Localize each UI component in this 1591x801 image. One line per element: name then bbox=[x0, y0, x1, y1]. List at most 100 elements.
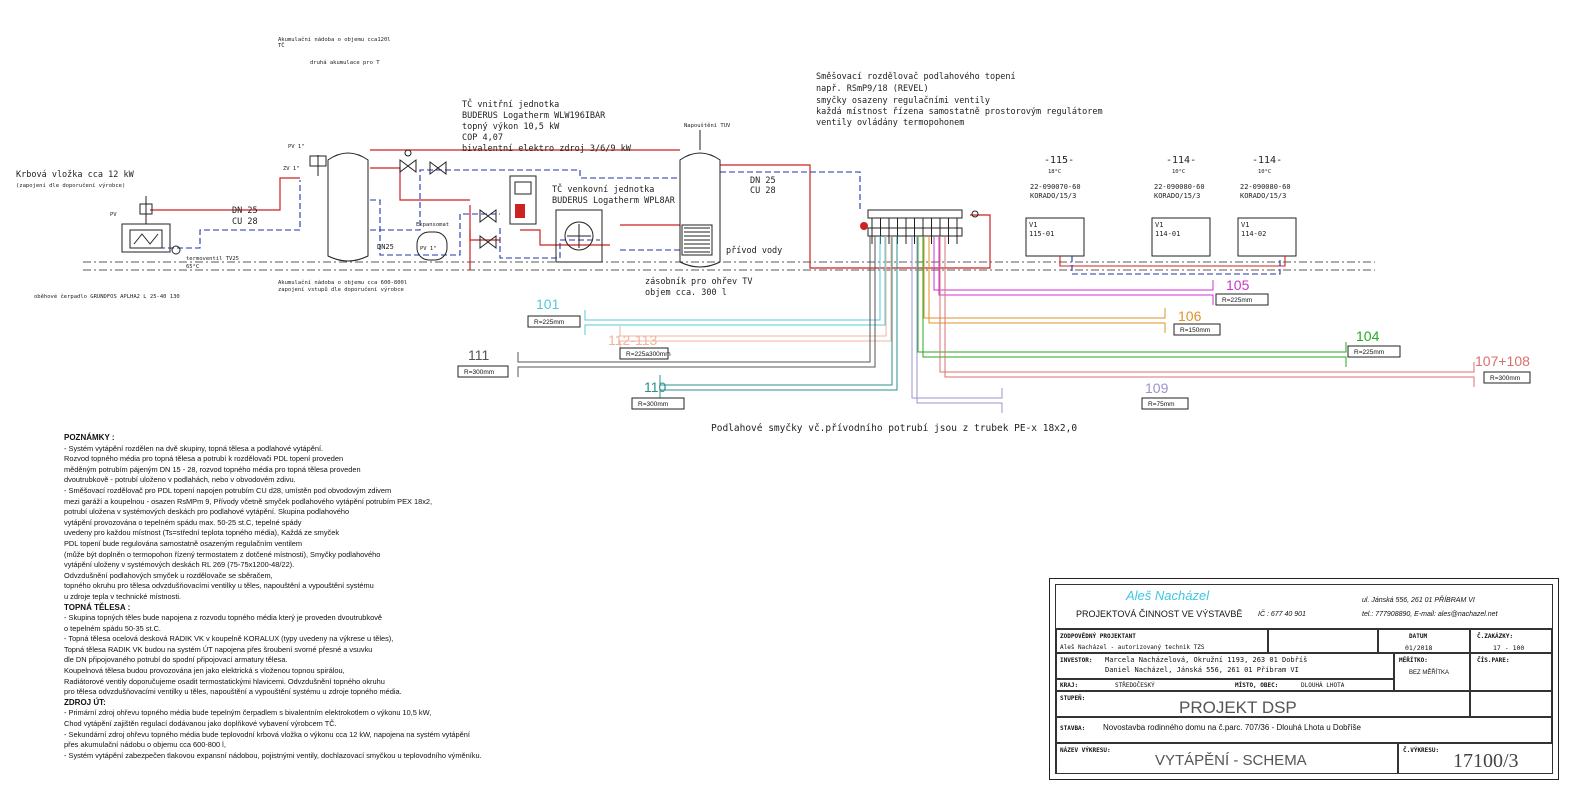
return-pipes bbox=[150, 169, 861, 259]
loop-pipe bbox=[517, 236, 871, 363]
indoor-unit-label-2: topný výkon 10,5 kW bbox=[462, 122, 560, 132]
termoventil-1: 65°C bbox=[186, 264, 199, 270]
indoor-unit-label-3: COP 4,07 bbox=[462, 133, 503, 143]
dn-left-1: CU 28 bbox=[232, 217, 258, 227]
radiator-id: 115-01 bbox=[1029, 230, 1054, 238]
loop-pipe bbox=[916, 236, 1003, 413]
room-number: -115- bbox=[1044, 155, 1074, 166]
notes: POZNÁMKY : - Systém vytápění rozdělen na… bbox=[64, 433, 624, 761]
notes-title: POZNÁMKY : bbox=[64, 433, 115, 442]
loop-radius-box bbox=[527, 315, 581, 328]
date-label: DATUM bbox=[1409, 633, 1428, 640]
note-line: - Systém vytápění rozdělen na dvě skupin… bbox=[64, 443, 324, 453]
loop-number: 105 bbox=[1226, 277, 1250, 293]
zasobnik-1: objem cca. 300 l bbox=[645, 288, 727, 298]
firm-ic: IČ : 677 40 901 bbox=[1258, 611, 1306, 618]
stage-label: STUPEŇ: bbox=[1060, 695, 1086, 702]
parcel-cell: ČÍS.PARE: bbox=[1470, 653, 1552, 691]
expansomat-label: Expansomat bbox=[416, 222, 449, 228]
loop-radius: R=225mm bbox=[1354, 349, 1384, 356]
valve-label: V1 bbox=[1029, 221, 1037, 229]
region-label: KRAJ: bbox=[1060, 682, 1079, 689]
termoventil-0: termoventil TV25 bbox=[186, 256, 239, 262]
floor-lines bbox=[83, 261, 1375, 271]
drawing-name-value: VYTÁPĚNÍ - SCHEMA bbox=[1155, 752, 1307, 769]
second-storage-label: druhá akumulace pro T bbox=[310, 59, 380, 66]
loop-radius-box bbox=[631, 397, 685, 410]
drawing-name-cell: NÁZEV VÝKRESU: VYTÁPĚNÍ - SCHEMA bbox=[1056, 743, 1398, 773]
drawing-name-label: NÁZEV VÝKRESU: bbox=[1060, 747, 1111, 754]
loop-pipe bbox=[619, 236, 892, 351]
note-line: přes akumulační nádobu o objemu cca 600-… bbox=[64, 740, 226, 750]
pv-small-label: PV 1" bbox=[288, 144, 305, 150]
loop-number: 109 bbox=[1145, 380, 1169, 396]
loop-pipe bbox=[584, 236, 886, 335]
manifold bbox=[860, 209, 979, 244]
radiator-type: KORADO/15/3 bbox=[1030, 192, 1076, 200]
order-value: 17 - 100 bbox=[1493, 644, 1525, 652]
loop-pipe bbox=[944, 236, 1475, 387]
indoor-unit-label-4: bivalentní elektro zdroj 3/6/9 kW bbox=[462, 144, 632, 154]
title-block: Aleš Nacházel PROJEKTOVÁ ČINNOST VE VÝST… bbox=[1049, 578, 1559, 780]
loop-number: 110 bbox=[644, 379, 667, 395]
loop-number: 107+108 bbox=[1475, 353, 1530, 369]
loop-radius-box bbox=[1483, 371, 1531, 384]
loop-radius: R=300mm bbox=[638, 401, 668, 408]
note-line: mezi garáží a koupelnou - osazen RsMPm 9… bbox=[64, 496, 433, 506]
loop-number: 101 bbox=[536, 296, 560, 312]
building-value: Novostavba rodinného domu na č.parc. 707… bbox=[1103, 723, 1361, 732]
mixer-label-2: smyčky osazeny regulačními ventily bbox=[816, 95, 990, 106]
stage-cell: STUPEŇ: PROJEKT DSP bbox=[1056, 691, 1470, 717]
dn25-label: DN25 bbox=[377, 243, 394, 251]
note-line: - Primární zdroj ohřevu topného média bu… bbox=[64, 708, 432, 718]
building-cell: STAVBA: Novostavba rodinného domu na č.p… bbox=[1056, 717, 1552, 743]
stage-side-cell bbox=[1470, 691, 1552, 717]
radiator-id: 114-01 bbox=[1155, 230, 1180, 238]
note-line: Radiátorové ventily doporučujeme osadit … bbox=[64, 676, 385, 686]
dn-right-0: DN 25 bbox=[750, 176, 776, 186]
scale-value: BEZ MĚŘÍTKA bbox=[1409, 670, 1450, 676]
loop-pipe bbox=[938, 236, 1214, 305]
akum-small-label: Akumulační nádoba o objemu cca120l bbox=[278, 36, 391, 43]
loop-pipe bbox=[659, 236, 893, 386]
scale-cell: MĚŘÍTKO: BEZ MĚŘÍTKA bbox=[1394, 653, 1470, 691]
loop-pipe bbox=[659, 236, 898, 400]
note-line: - Sekundární zdroj ohřevu topného média … bbox=[64, 729, 470, 739]
parcel-label: ČÍS.PARE: bbox=[1477, 657, 1510, 664]
floor-loops: 101R=225mm112-113R=225a300mm111R=300mm11… bbox=[457, 236, 1531, 413]
responsible-cell: ZODPOVĚDNÝ PROJEKTANT Aleš Nacházel - au… bbox=[1056, 629, 1268, 653]
mixer-label-3: každá místnost řízena samostatně prostor… bbox=[816, 107, 1103, 117]
room-114-a: -114- 10°C 22-090080-60 KORADO/15/3 V1 1… bbox=[1154, 155, 1205, 238]
stage-value: PROJEKT DSP bbox=[1179, 698, 1297, 717]
loop-radius-box bbox=[1215, 293, 1269, 306]
pump-icon bbox=[171, 245, 181, 255]
investor-line-2: Daniel Nacházel, Jánská 556, 261 01 Příb… bbox=[1105, 666, 1299, 674]
blank-cell bbox=[1268, 629, 1378, 653]
note-line: Rozvod topného média pro topná tělesa a … bbox=[64, 454, 344, 464]
fireplace-insert bbox=[121, 196, 171, 253]
firm-header: Aleš Nacházel PROJEKTOVÁ ČINNOST VE VÝST… bbox=[1056, 585, 1552, 629]
valve-label: V1 bbox=[1241, 221, 1249, 229]
loop-radius: R=225mm bbox=[1222, 297, 1252, 304]
region-value: STŘEDOČESKÝ bbox=[1115, 682, 1155, 689]
radiator-id: 114-02 bbox=[1241, 230, 1266, 238]
note-line: Chod vytápění zajištěn regulací dodávano… bbox=[64, 719, 337, 729]
zasobnik-0: zásobník pro ohřev TV bbox=[645, 277, 752, 287]
note-line: Koupelnová tělesa budou provozována jen … bbox=[64, 666, 345, 676]
room-115: -115- 18°C 22-090070-60 KORADO/15/3 V1 1… bbox=[1029, 155, 1081, 238]
loop-radius-box bbox=[619, 347, 669, 360]
napoust-label: Napouštění TUV bbox=[684, 122, 731, 129]
loop-number: 104 bbox=[1356, 328, 1380, 344]
loop-radius: R=300mm bbox=[1490, 375, 1520, 382]
note-line: - Skupina topných těles bude napojena z … bbox=[64, 613, 383, 623]
order-cell: Č.ZAKÁZKY: 17 - 100 bbox=[1470, 629, 1552, 653]
note-line: dle DN připojovaného potrubí do spodní p… bbox=[64, 655, 288, 665]
outdoor-unit-label-0: TČ venkovní jednotka bbox=[552, 183, 654, 195]
note-line: uvedeny pro každou místnost (Ts=střední … bbox=[64, 528, 340, 538]
loop-number: 112-113 bbox=[608, 332, 658, 348]
